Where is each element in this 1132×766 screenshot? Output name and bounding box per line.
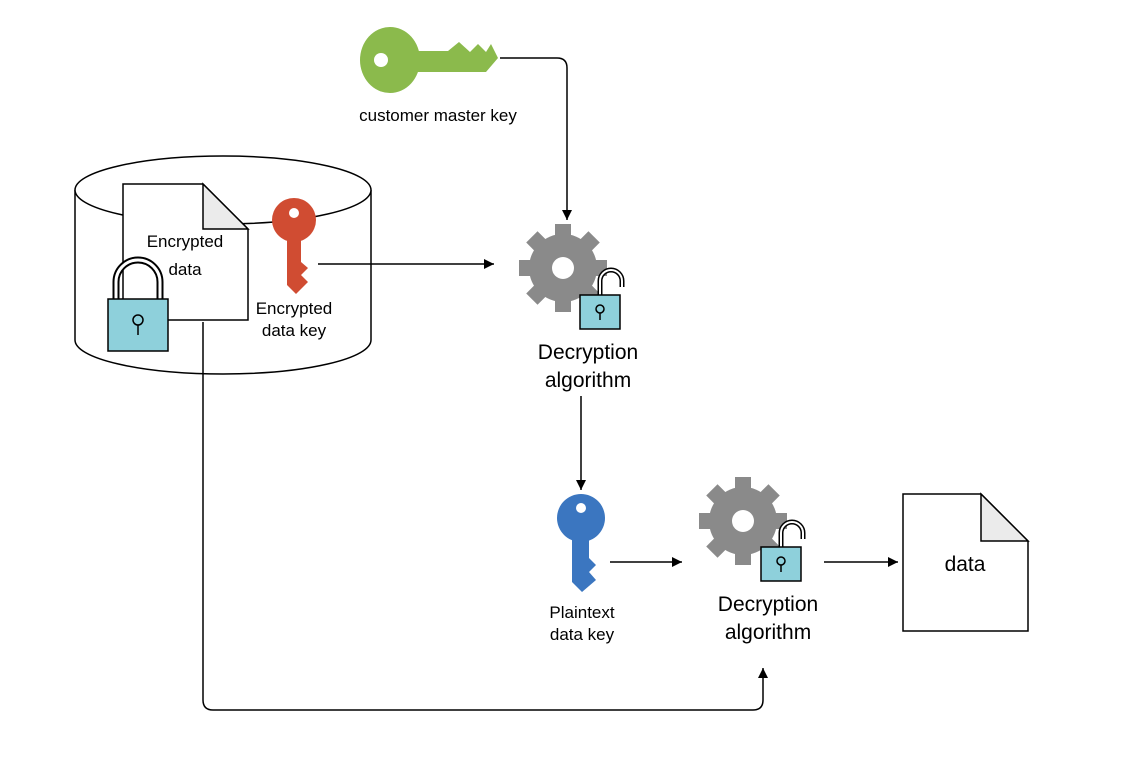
encrypted-data-key-icon [272,198,316,294]
decryption-algorithm-2-label-line2: algorithm [724,621,812,644]
arrow-master-key-to-decryption [500,57,572,220]
plaintext-data-key-icon [557,494,605,592]
encrypted-data-label-line2: data [168,260,202,279]
encrypted-data-key-label-line2: data key [261,321,327,340]
customer-master-key-label: customer master key [359,106,517,125]
encrypted-data-document-icon [122,182,250,321]
encrypted-data-label-line1: Encrypted [146,232,224,251]
data-document-icon [902,492,1030,632]
plaintext-data-key-label-line2: data key [549,625,615,644]
output-data-label: data [944,553,986,576]
decryption-algorithm-1-label-line1: Decryption [537,341,639,364]
encrypted-data-key-label-line1: Encrypted [255,299,333,318]
arrow-encrypted-data-to-decryption [202,322,768,711]
plaintext-data-key-label-line1: Plaintext [549,603,615,622]
customer-master-key-icon [360,27,498,93]
decryption-algorithm-1-label-line2: algorithm [544,369,632,392]
padlock-closed-icon [107,256,169,352]
decryption-algorithm-2-label-line1: Decryption [717,593,819,616]
